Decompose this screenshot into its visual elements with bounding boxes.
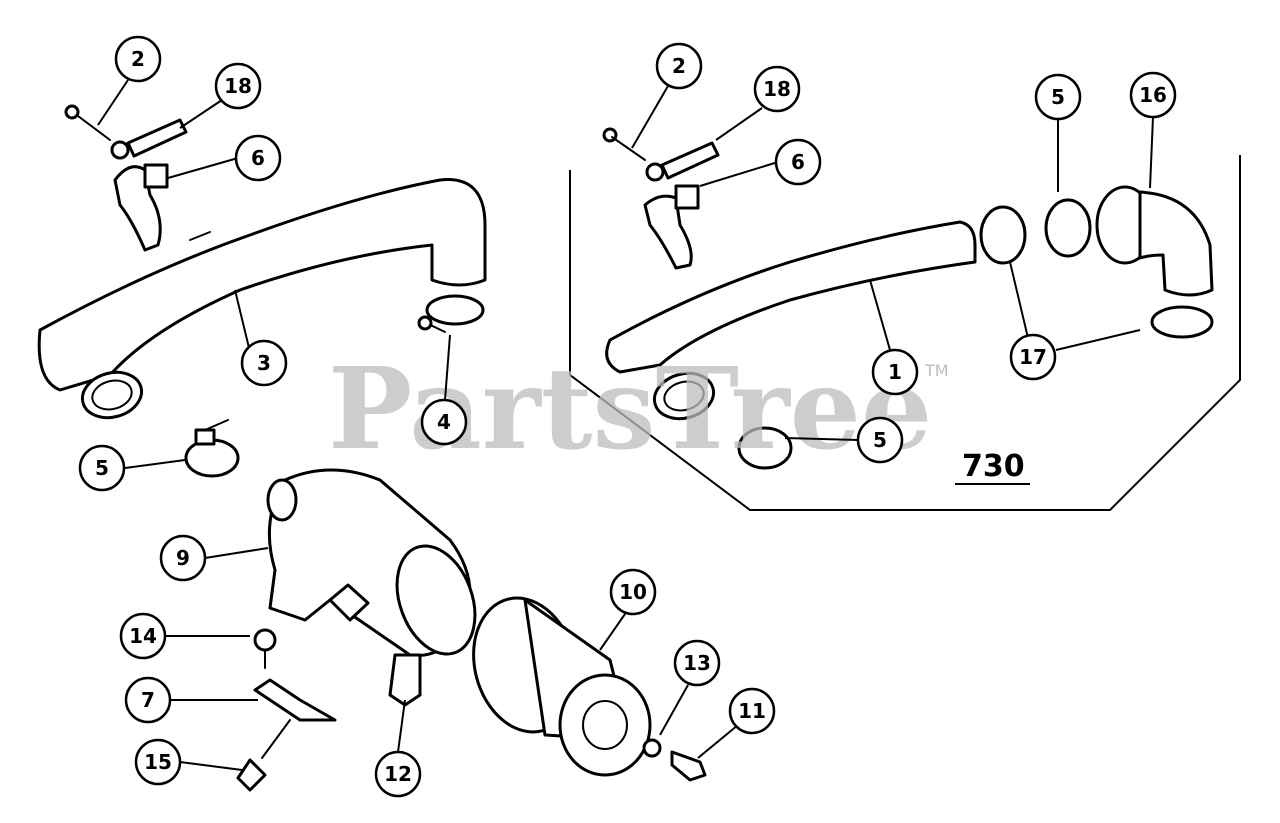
callout-left-3[interactable]: 3 (240, 339, 288, 387)
callout-label: 2 (131, 47, 145, 71)
callout-bottom-9[interactable]: 9 (159, 534, 207, 582)
callout-label: 14 (129, 624, 157, 648)
callout-left-5[interactable]: 5 (78, 444, 126, 492)
air-cleaner-housing (266, 468, 477, 707)
callout-bottom-13[interactable]: 13 (673, 639, 721, 687)
callout-label: 16 (1139, 83, 1167, 107)
callout-right-18[interactable]: 18 (753, 65, 801, 113)
callout-label: 5 (95, 456, 109, 480)
callout-label: 1 (888, 360, 902, 384)
callout-right-2[interactable]: 2 (655, 42, 703, 90)
callout-label: 7 (141, 688, 155, 712)
callout-right-5-top[interactable]: 5 (1034, 73, 1082, 121)
callout-label: 2 (672, 54, 686, 78)
callout-right-1[interactable]: 1 (871, 348, 919, 396)
callout-bottom-12[interactable]: 12 (374, 750, 422, 798)
callout-label: 18 (224, 74, 252, 98)
leader-lines (97, 79, 1154, 771)
left-bracket (64, 104, 188, 252)
callout-right-17[interactable]: 17 (1009, 333, 1057, 381)
callout-bottom-14[interactable]: 14 (119, 612, 167, 660)
callout-left-4[interactable]: 4 (420, 398, 468, 446)
callout-right-16[interactable]: 16 (1129, 71, 1177, 119)
air-filter-element (472, 596, 652, 777)
model-label: 730 (962, 449, 1025, 484)
callout-label: 4 (437, 410, 451, 434)
callout-label: 18 (763, 77, 791, 101)
callout-label: 9 (176, 546, 190, 570)
callout-label: 6 (251, 146, 265, 170)
right-intake-tube (605, 220, 977, 421)
callout-label: 5 (1051, 85, 1065, 109)
callout-label: 3 (257, 351, 271, 375)
callout-label: 10 (619, 580, 647, 604)
right-clamps (737, 198, 1214, 470)
callout-label: 5 (873, 428, 887, 452)
right-elbow-16 (1095, 185, 1214, 297)
model-730-frame (569, 155, 1241, 511)
callout-label: 13 (683, 651, 711, 675)
callout-right-5-bottom[interactable]: 5 (856, 416, 904, 464)
left-clamp-4 (417, 294, 485, 333)
left-clamp-5 (184, 419, 240, 478)
callout-left-2[interactable]: 2 (114, 35, 162, 83)
callout-bottom-7[interactable]: 7 (124, 676, 172, 724)
callout-bottom-15[interactable]: 15 (134, 738, 182, 786)
callout-label: 11 (738, 699, 766, 723)
callout-bottom-10[interactable]: 10 (609, 568, 657, 616)
right-bracket (602, 127, 720, 270)
callout-left-18[interactable]: 18 (214, 62, 262, 110)
callout-label: 15 (144, 750, 172, 774)
watermark: PartsTree (328, 344, 932, 475)
small-hardware (236, 628, 707, 792)
callout-label: 12 (384, 762, 412, 786)
callout-right-6[interactable]: 6 (774, 138, 822, 186)
callout-label: 17 (1019, 345, 1047, 369)
callout-left-6[interactable]: 6 (234, 134, 282, 182)
left-intake-tube (37, 178, 487, 420)
callout-bottom-11[interactable]: 11 (728, 687, 776, 735)
watermark-trademark: TM (924, 361, 949, 380)
callout-label: 6 (791, 150, 805, 174)
